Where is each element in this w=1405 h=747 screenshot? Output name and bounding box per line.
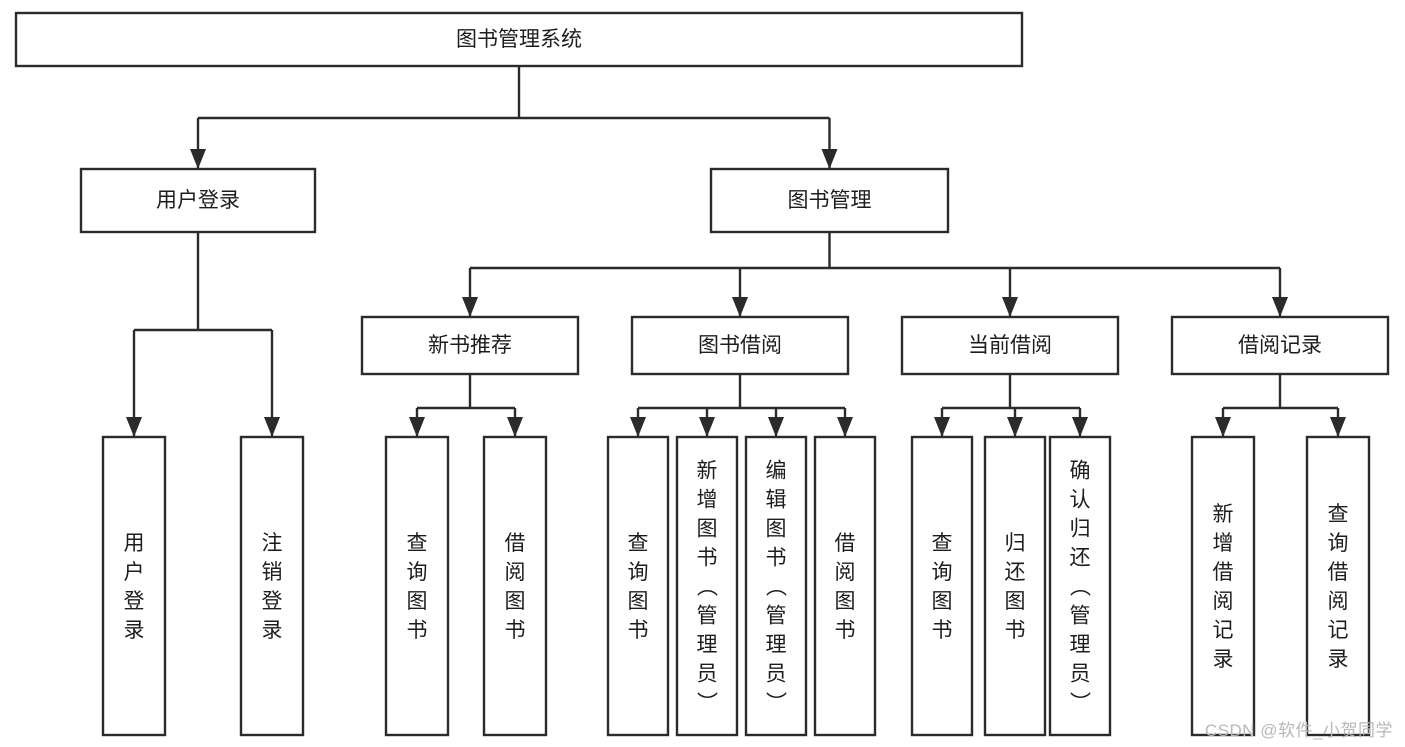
node-box[interactable] (1305, 435, 1371, 737)
node-box[interactable] (606, 435, 670, 737)
arrow-head-icon (699, 417, 715, 437)
arrow-head-icon (732, 297, 748, 317)
node-label: 借阅图书 (835, 532, 856, 642)
node-l3-2[interactable]: 当前借阅 (900, 315, 1120, 376)
arrow-head-icon (1007, 417, 1023, 437)
arrow-head-icon (821, 149, 838, 169)
node-label: 查询借阅记录 (1328, 503, 1349, 671)
node-label: 新增借阅记录 (1213, 503, 1234, 671)
node-box[interactable] (709, 167, 950, 234)
arrow-head-icon (507, 417, 523, 437)
arrow-head-icon (409, 417, 425, 437)
node-label: 当前借阅 (968, 334, 1052, 357)
node-label: 查询图书 (932, 532, 953, 642)
node-box[interactable] (900, 315, 1120, 376)
node-box[interactable] (744, 435, 808, 737)
node-label: 编辑图书（管理员） (766, 460, 788, 715)
node-box[interactable] (813, 435, 877, 737)
node-l2-0[interactable]: 用户登录 (79, 167, 317, 234)
node-l3-0[interactable]: 新书推荐 (360, 315, 580, 376)
node-label: 新书推荐 (428, 334, 512, 357)
node-label: 查询图书 (407, 532, 428, 642)
node-label: 查询图书 (628, 532, 649, 642)
node-box[interactable] (1048, 435, 1112, 737)
node-label: 新增图书（管理员） (697, 460, 719, 715)
node-box[interactable] (630, 315, 850, 376)
arrow-head-icon (190, 149, 206, 169)
node-leaf-0[interactable]: 用户登录 (101, 435, 167, 737)
node-box[interactable] (101, 435, 167, 737)
node-box[interactable] (239, 435, 305, 737)
connector-layer (126, 66, 1346, 437)
node-l3-1[interactable]: 图书借阅 (630, 315, 850, 376)
node-layer: 图书管理系统用户登录图书管理新书推荐图书借阅当前借阅借阅记录用户登录注销登录查询… (14, 11, 1390, 737)
node-label: 用户登录 (124, 532, 145, 642)
node-label: 确认归还（管理员） (1070, 460, 1092, 715)
node-leaf-3[interactable]: 借阅图书 (482, 435, 548, 737)
node-box[interactable] (482, 435, 548, 737)
arrow-head-icon (1215, 417, 1231, 437)
node-l2-1[interactable]: 图书管理 (709, 167, 950, 234)
arrow-head-icon (630, 417, 646, 437)
node-leaf-7[interactable]: 借阅图书 (813, 435, 877, 737)
arrow-head-icon (934, 417, 950, 437)
node-box[interactable] (675, 435, 739, 737)
node-box[interactable] (14, 11, 1024, 68)
arrow-head-icon (126, 417, 142, 437)
node-leaf-6[interactable]: 编辑图书（管理员） (744, 435, 808, 737)
node-label: 归还图书 (1005, 532, 1026, 642)
node-l3-3[interactable]: 借阅记录 (1170, 315, 1390, 376)
node-label: 图书借阅 (698, 334, 782, 357)
node-leaf-12[interactable]: 查询借阅记录 (1305, 435, 1371, 737)
node-leaf-2[interactable]: 查询图书 (384, 435, 450, 737)
node-box[interactable] (79, 167, 317, 234)
node-leaf-5[interactable]: 新增图书（管理员） (675, 435, 739, 737)
node-box[interactable] (1190, 435, 1256, 737)
node-leaf-8[interactable]: 查询图书 (910, 435, 974, 737)
arrow-head-icon (264, 417, 280, 437)
node-label: 注销登录 (262, 532, 283, 642)
arrow-head-icon (1072, 417, 1088, 437)
arrow-head-icon (837, 417, 853, 437)
node-label: 借阅图书 (505, 532, 526, 642)
node-label: 借阅记录 (1238, 334, 1322, 357)
watermark-text: CSDN @软件_小贺同学 (1204, 721, 1393, 740)
arrow-head-icon (1002, 297, 1018, 317)
node-box[interactable] (1170, 315, 1390, 376)
node-box[interactable] (360, 315, 580, 376)
node-leaf-11[interactable]: 新增借阅记录 (1190, 435, 1256, 737)
node-leaf-1[interactable]: 注销登录 (239, 435, 305, 737)
arrow-head-icon (1330, 417, 1346, 437)
node-label: 图书管理 (788, 189, 872, 212)
node-leaf-10[interactable]: 确认归还（管理员） (1048, 435, 1112, 737)
node-label: 图书管理系统 (456, 28, 582, 51)
node-box[interactable] (983, 435, 1047, 737)
node-root-0[interactable]: 图书管理系统 (14, 11, 1024, 68)
node-leaf-4[interactable]: 查询图书 (606, 435, 670, 737)
node-leaf-9[interactable]: 归还图书 (983, 435, 1047, 737)
node-box[interactable] (910, 435, 974, 737)
arrow-head-icon (1272, 297, 1288, 317)
arrow-head-icon (768, 417, 784, 437)
arrow-head-icon (462, 297, 478, 317)
node-box[interactable] (384, 435, 450, 737)
node-label: 用户登录 (156, 189, 240, 212)
